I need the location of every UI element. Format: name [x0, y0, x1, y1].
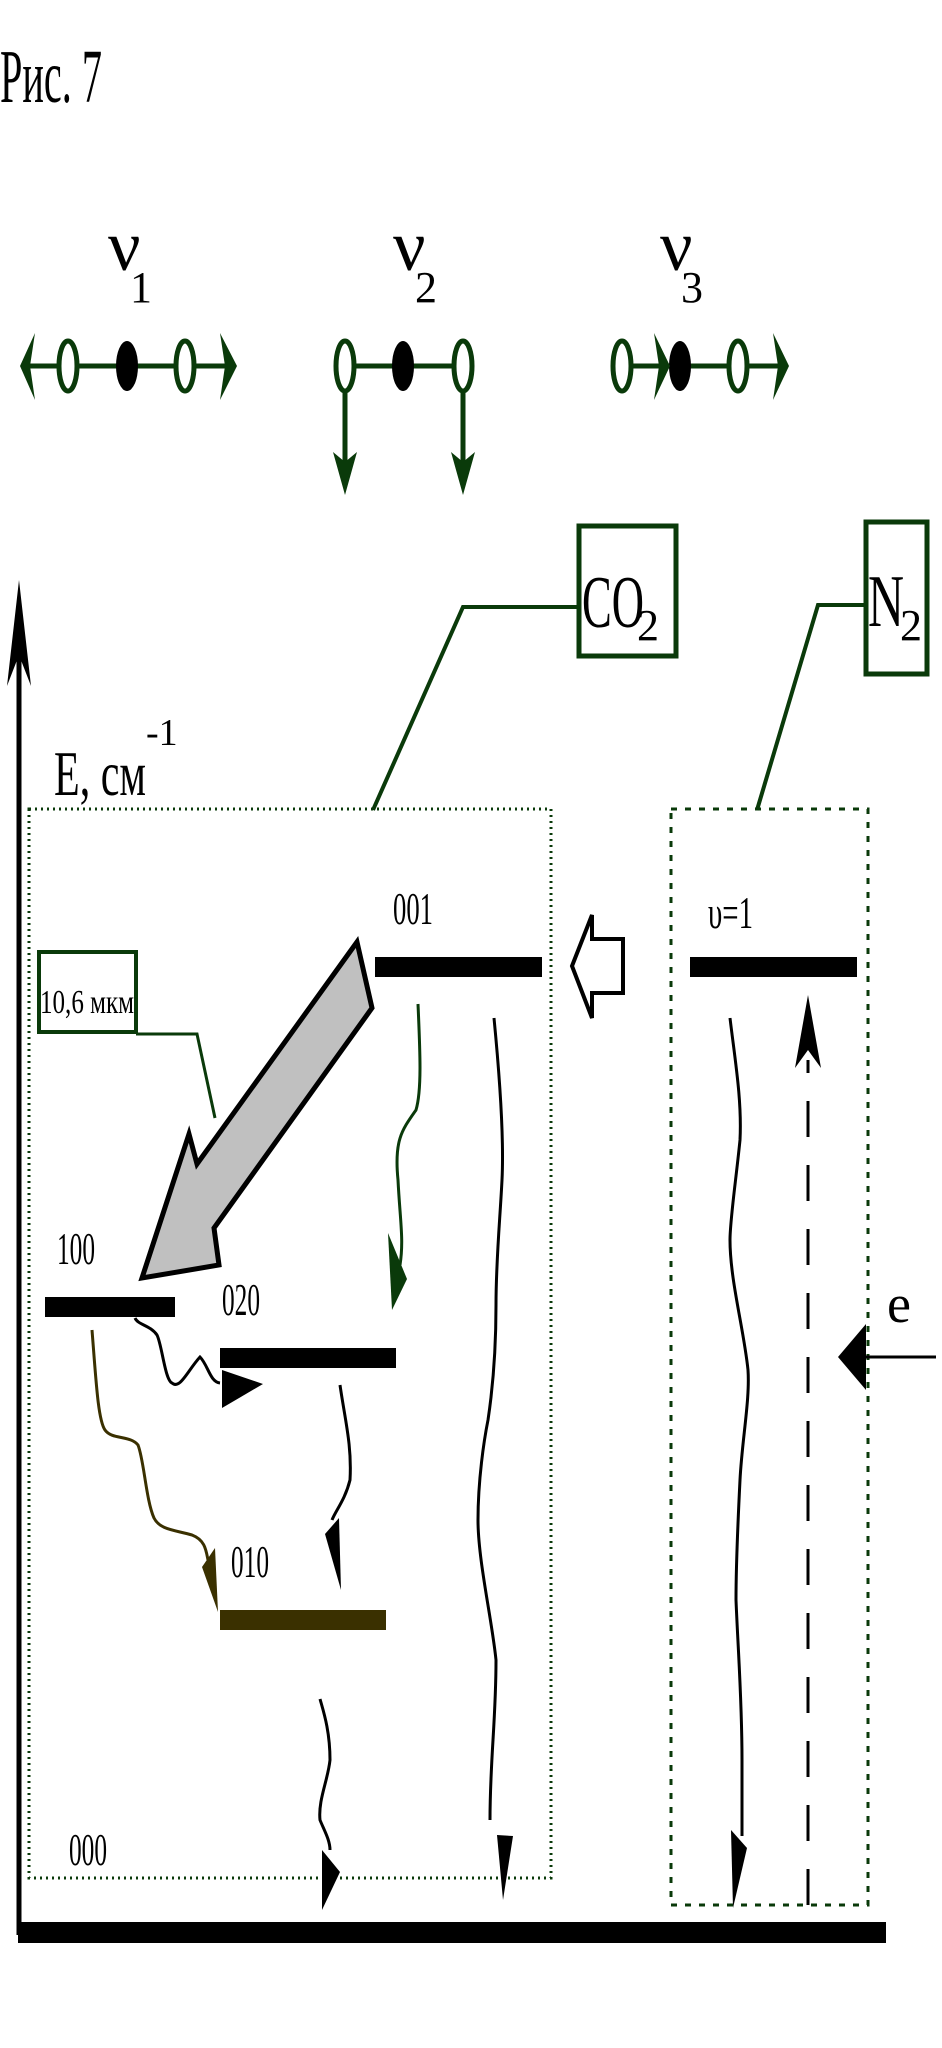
carbon-atom	[392, 341, 414, 391]
electron-label: e	[887, 1274, 911, 1334]
mode-nu3: ν 3	[610, 206, 789, 400]
level-100	[45, 1297, 175, 1317]
arrow-left-icon	[20, 333, 35, 400]
oxygen-atom	[333, 338, 357, 394]
nu2-index: 2	[415, 263, 437, 312]
level-010-label: 010	[231, 1536, 269, 1587]
axis-label-superscript: -1	[146, 712, 178, 754]
n2-label-box: N 2	[755, 519, 930, 811]
wavelength-callout: 10,6 мкм	[37, 950, 217, 1119]
energy-transfer-arrow	[569, 914, 625, 1019]
figure-title: Рис. 7	[0, 35, 102, 119]
nu3-index: 3	[681, 263, 703, 312]
arrow-down-icon	[497, 1835, 513, 1900]
mode-nu1: ν 1	[20, 206, 237, 400]
level-020-label: 020	[222, 1274, 260, 1325]
relaxation-001-020	[395, 1003, 422, 1266]
nu1-symbol: ν	[108, 206, 141, 286]
nu3-symbol: ν	[660, 206, 693, 286]
arrow-down-icon	[322, 1850, 340, 1910]
level-001-label: 001	[393, 883, 433, 934]
level-010	[220, 1610, 386, 1630]
mode-nu2: ν 2	[333, 206, 475, 495]
co2-subscript: 2	[637, 601, 659, 650]
co2-region	[27, 807, 553, 1880]
n2-subscript: 2	[900, 601, 922, 650]
arrow-down-icon	[325, 1518, 341, 1590]
arrow-down-icon	[202, 1548, 218, 1612]
arrow-down-icon	[333, 452, 357, 495]
laser-transition-arrow	[138, 936, 375, 1282]
level-n2-v1-label: υ=1	[708, 887, 753, 938]
oxygen-atom	[610, 338, 634, 394]
co2-label: CO	[582, 562, 644, 644]
oxygen-atom	[451, 338, 475, 394]
arrow-right-icon	[222, 1370, 263, 1408]
relaxation-n2	[728, 1017, 750, 1836]
oxygen-atom	[173, 338, 197, 394]
arrow-up-icon	[7, 580, 31, 686]
arrow-right-icon	[773, 333, 789, 400]
arrow-left-icon	[838, 1324, 866, 1390]
relaxation-100-010	[90, 1329, 210, 1561]
arrow-down-icon	[388, 1233, 407, 1310]
arrow-right-icon	[220, 333, 237, 400]
relaxation-100-020	[133, 1317, 221, 1386]
level-000-label: 000	[69, 1824, 107, 1875]
arrow-up-icon	[795, 995, 821, 1068]
baseline	[18, 1922, 886, 1943]
energy-axis: E, см -1	[7, 580, 886, 1943]
co2-label-box: CO 2	[371, 523, 679, 811]
level-020	[220, 1348, 396, 1368]
relaxation-010-000	[318, 1698, 332, 1851]
level-001	[375, 957, 542, 977]
wavelength-label: 10,6 мкм	[40, 984, 134, 1021]
carbon-atom	[116, 341, 138, 391]
arrow-right-icon	[654, 333, 670, 400]
arrow-down-icon	[451, 452, 475, 495]
carbon-atom	[669, 341, 691, 391]
axis-label: E, см	[54, 738, 146, 809]
arrow-down-icon	[731, 1830, 747, 1908]
oxygen-atom	[726, 338, 750, 394]
nu2-symbol: ν	[393, 206, 426, 286]
relaxation-001-000	[476, 1017, 505, 1821]
nu1-index: 1	[130, 263, 152, 312]
level-n2-v1	[690, 957, 857, 977]
n2-label: N	[868, 561, 904, 643]
level-100-label: 100	[57, 1223, 95, 1274]
relaxation-020-010	[330, 1384, 352, 1521]
oxygen-atom	[56, 338, 80, 394]
